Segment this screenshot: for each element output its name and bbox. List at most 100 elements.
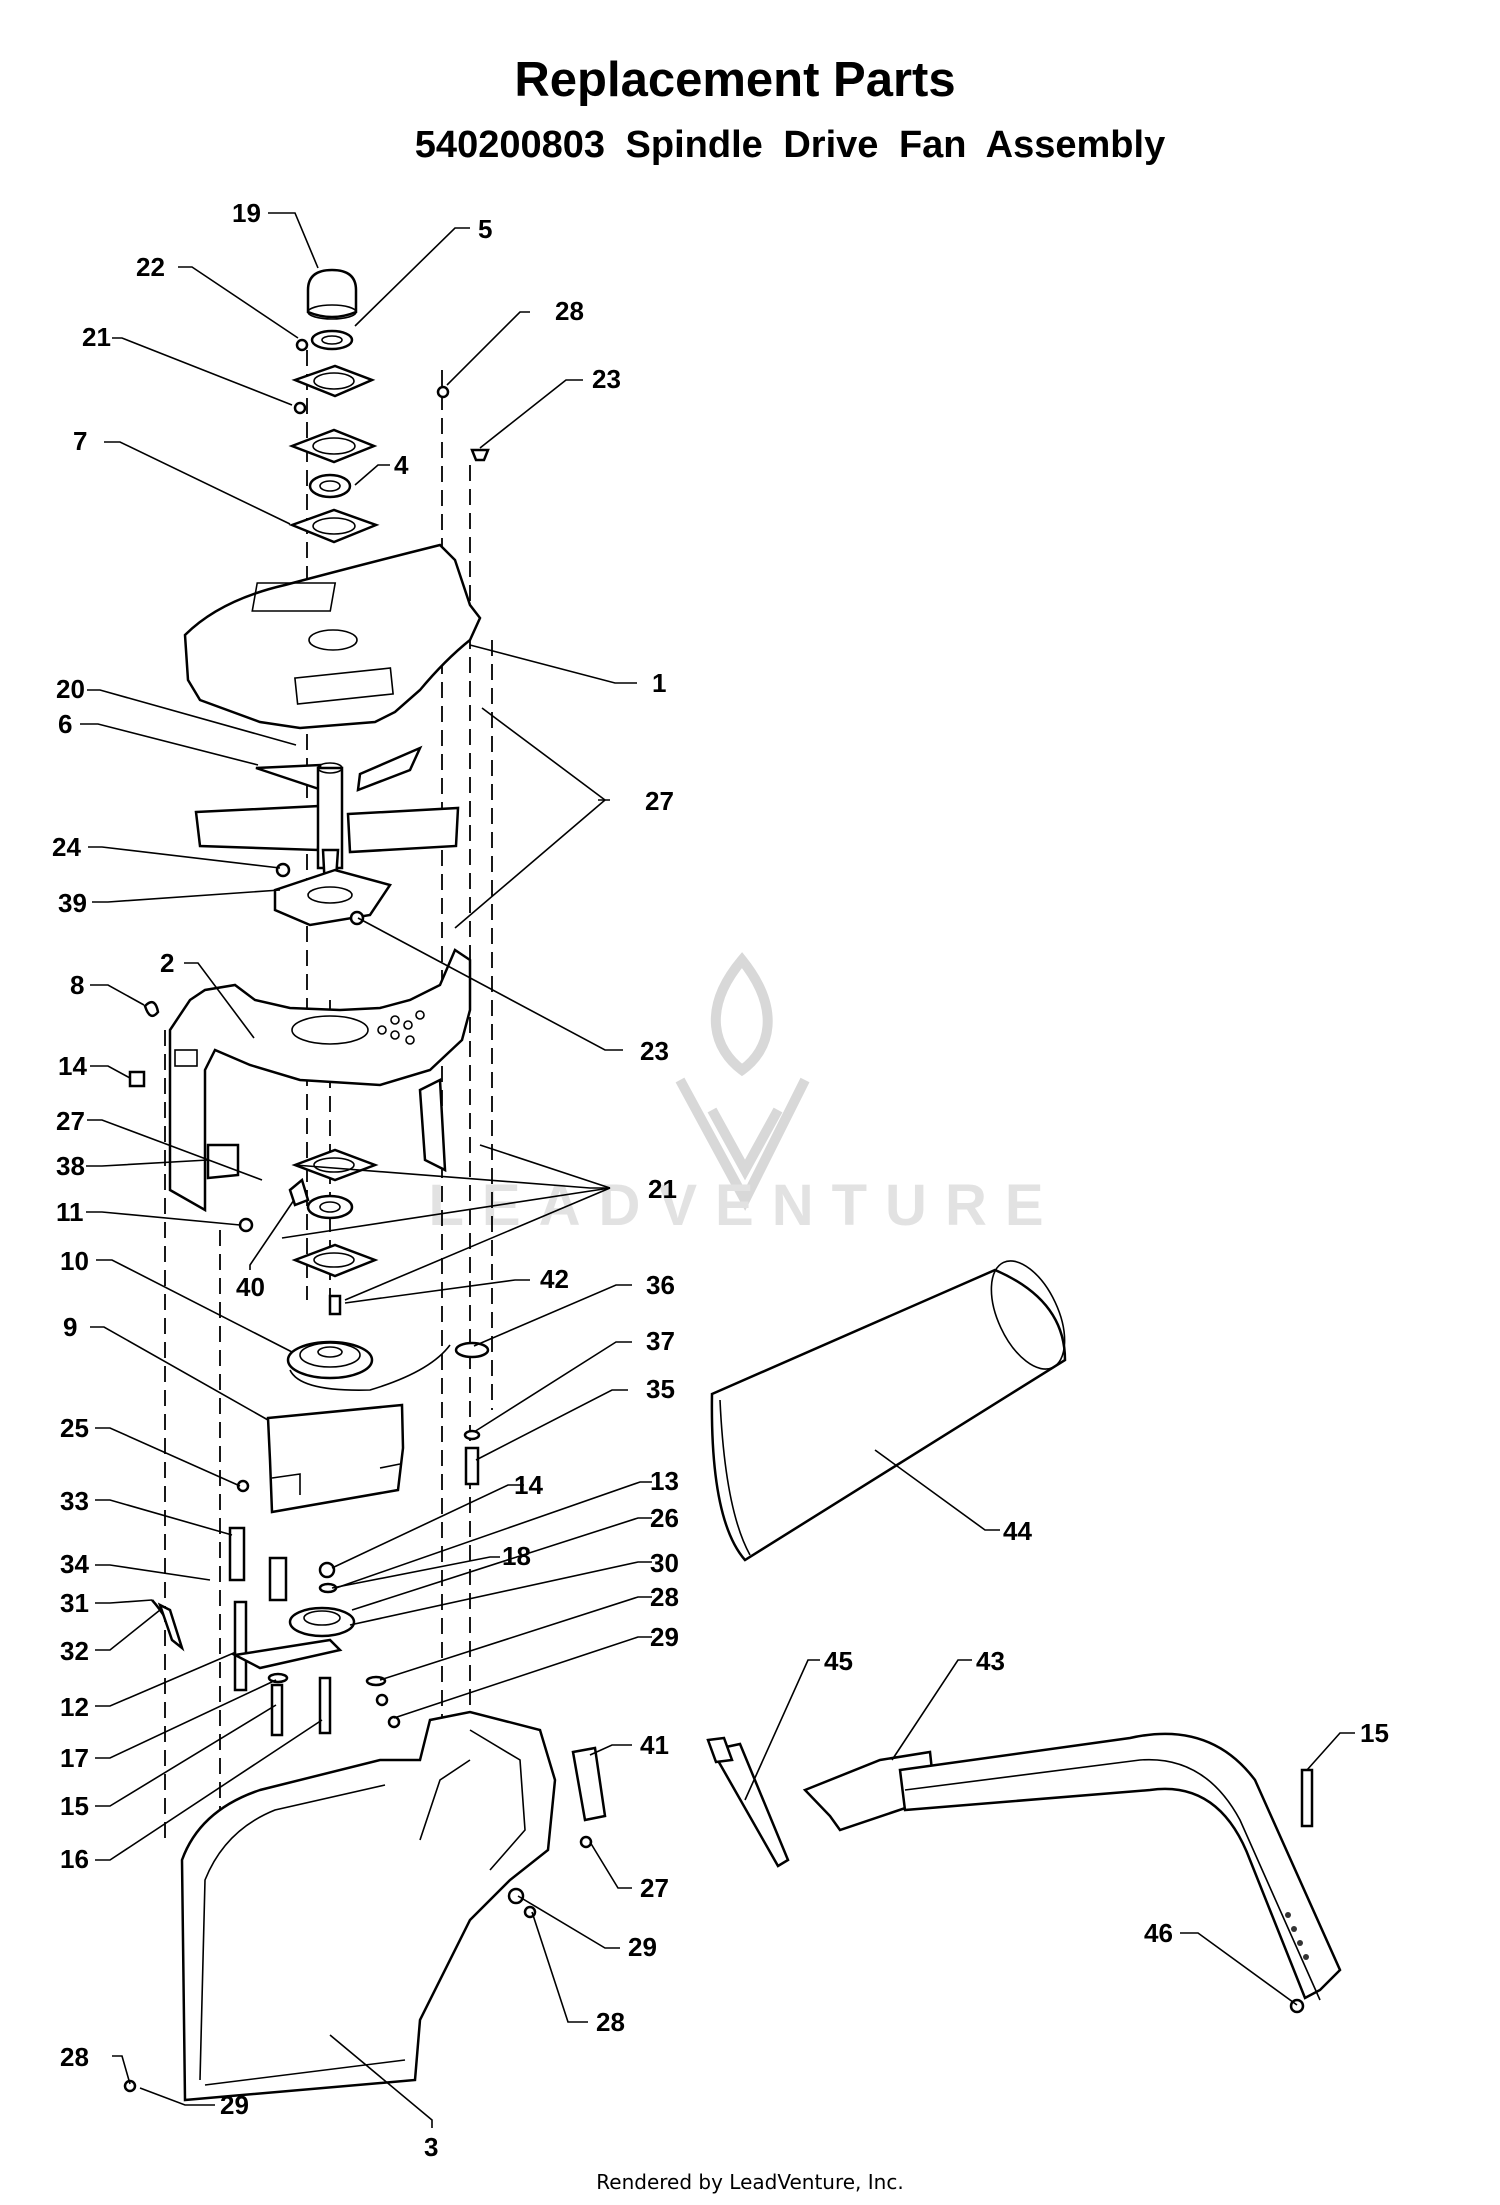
- callout-17: 17: [60, 1743, 89, 1773]
- part-39-plate: [273, 868, 393, 927]
- callout-42: 42: [540, 1264, 569, 1294]
- callout-41: 41: [640, 1730, 669, 1760]
- callout-3: 3: [424, 2132, 438, 2162]
- part-27-screw: [579, 1835, 593, 1849]
- part-25-screw: [236, 1479, 250, 1493]
- callout-27b: 27: [56, 1106, 85, 1136]
- part-23-bolt-lower: [349, 910, 365, 926]
- callout-30: 30: [650, 1548, 679, 1578]
- part-5-seal: [310, 329, 354, 351]
- part-11-screw: [238, 1217, 254, 1233]
- part-23-bolt: [470, 448, 490, 462]
- callout-27c: 27: [640, 1873, 669, 1903]
- part-37-washer: [463, 1429, 481, 1441]
- callout-35: 35: [646, 1374, 675, 1404]
- part-flange-middle: [288, 428, 378, 464]
- part-29-washer: [507, 1887, 525, 1905]
- part-10-pulley: [286, 1340, 374, 1380]
- assembly-subtitle: 540200803 Spindle Drive Fan Assembly: [414, 124, 1166, 166]
- callout-4: 4: [394, 450, 409, 480]
- part-22-nut: [295, 338, 309, 352]
- callout-11: 11: [56, 1197, 84, 1227]
- part-45-strip: [710, 1742, 790, 1868]
- part-24-bolt: [275, 862, 291, 878]
- callout-32: 32: [60, 1636, 89, 1666]
- callout-43: 43: [976, 1646, 1005, 1676]
- callout-28: 28: [555, 296, 584, 326]
- part-14-nut-lower: [318, 1561, 336, 1579]
- part-28-washer: [365, 1675, 387, 1687]
- callout-21b: 21: [648, 1174, 677, 1204]
- belt-path: [289, 1344, 451, 1391]
- part-21-flange-upper: [291, 364, 376, 398]
- callout-46: 46: [1144, 1918, 1173, 1948]
- callout-14b: 14: [514, 1470, 543, 1500]
- part-38-bracket: [206, 1143, 240, 1180]
- callout-38: 38: [56, 1151, 85, 1181]
- callout-23b: 23: [640, 1036, 669, 1066]
- part-handle-tube: [898, 1732, 1342, 2001]
- callout-27: 27: [645, 786, 674, 816]
- part-28-nut-bottom: [123, 2079, 137, 2093]
- callout-29: 29: [650, 1622, 679, 1652]
- callout-31: 31: [60, 1588, 89, 1618]
- part-9-belt-guard: [266, 1403, 405, 1514]
- callout-10: 10: [60, 1246, 89, 1276]
- part-12-arm: [233, 1600, 248, 1692]
- callout-28b: 28: [650, 1582, 679, 1612]
- part-35-bolt: [464, 1446, 480, 1486]
- callout-15b: 15: [60, 1791, 89, 1821]
- callout-15: 15: [1360, 1718, 1389, 1748]
- callout-5: 5: [478, 214, 492, 244]
- callout-24: 24: [52, 832, 81, 862]
- callout-12: 12: [60, 1692, 89, 1722]
- callout-18: 18: [502, 1541, 531, 1571]
- callout-7: 7: [73, 426, 87, 456]
- part-2-fan-housing: [168, 948, 472, 1213]
- callout-1: 1: [652, 668, 666, 698]
- part-3-discharge-chute: [180, 1710, 557, 2102]
- callout-9: 9: [63, 1312, 77, 1342]
- part-7-flange-lower: [288, 508, 380, 544]
- part-8-grommet: [143, 1000, 160, 1018]
- callout-21: 21: [82, 322, 111, 352]
- callout-36: 36: [646, 1270, 675, 1300]
- callout-2: 2: [160, 948, 174, 978]
- callout-28d: 28: [596, 2007, 625, 2037]
- part-33-spacer: [228, 1526, 246, 1582]
- part-42-key: [328, 1294, 342, 1316]
- part-1-top-housing: [183, 543, 482, 730]
- part-32-spring: [157, 1602, 185, 1652]
- part-15-pin: [1300, 1768, 1314, 1828]
- callout-19: 19: [232, 198, 261, 228]
- callout-13: 13: [650, 1466, 679, 1496]
- callout-23: 23: [592, 364, 621, 394]
- callout-leaders: [80, 212, 1355, 2128]
- callout-16: 16: [60, 1844, 89, 1874]
- part-44-tube: [710, 1260, 1067, 1562]
- callout-labels: 19 5 22 28 21 23 7 4 1 20 6 27 24 39 2 8…: [52, 198, 1389, 2162]
- callout-40: 40: [236, 1272, 265, 1302]
- callout-25: 25: [60, 1413, 89, 1443]
- callout-26: 26: [650, 1503, 679, 1533]
- callout-45: 45: [824, 1646, 853, 1676]
- part-14-nut: [128, 1070, 146, 1088]
- watermark-logo: LEADVENTURE: [428, 952, 1044, 1238]
- rendered-by-footer: Rendered by LeadVenture, Inc.: [596, 2170, 904, 2194]
- part-30-idler-pulley: [288, 1606, 356, 1638]
- callout-8: 8: [70, 970, 84, 1000]
- page-title: Replacement Parts: [514, 53, 956, 107]
- part-36-idler: [454, 1341, 490, 1359]
- callout-29c: 29: [220, 2090, 249, 2120]
- part-16-bolt: [318, 1676, 332, 1735]
- part-45-clip: [706, 1736, 734, 1764]
- callout-20: 20: [56, 674, 85, 704]
- part-41-plate: [571, 1746, 607, 1822]
- callout-14: 14: [58, 1051, 87, 1081]
- callout-44: 44: [1003, 1516, 1032, 1546]
- part-28-nut: [436, 385, 450, 399]
- callout-33: 33: [60, 1486, 89, 1516]
- callout-37: 37: [646, 1326, 675, 1356]
